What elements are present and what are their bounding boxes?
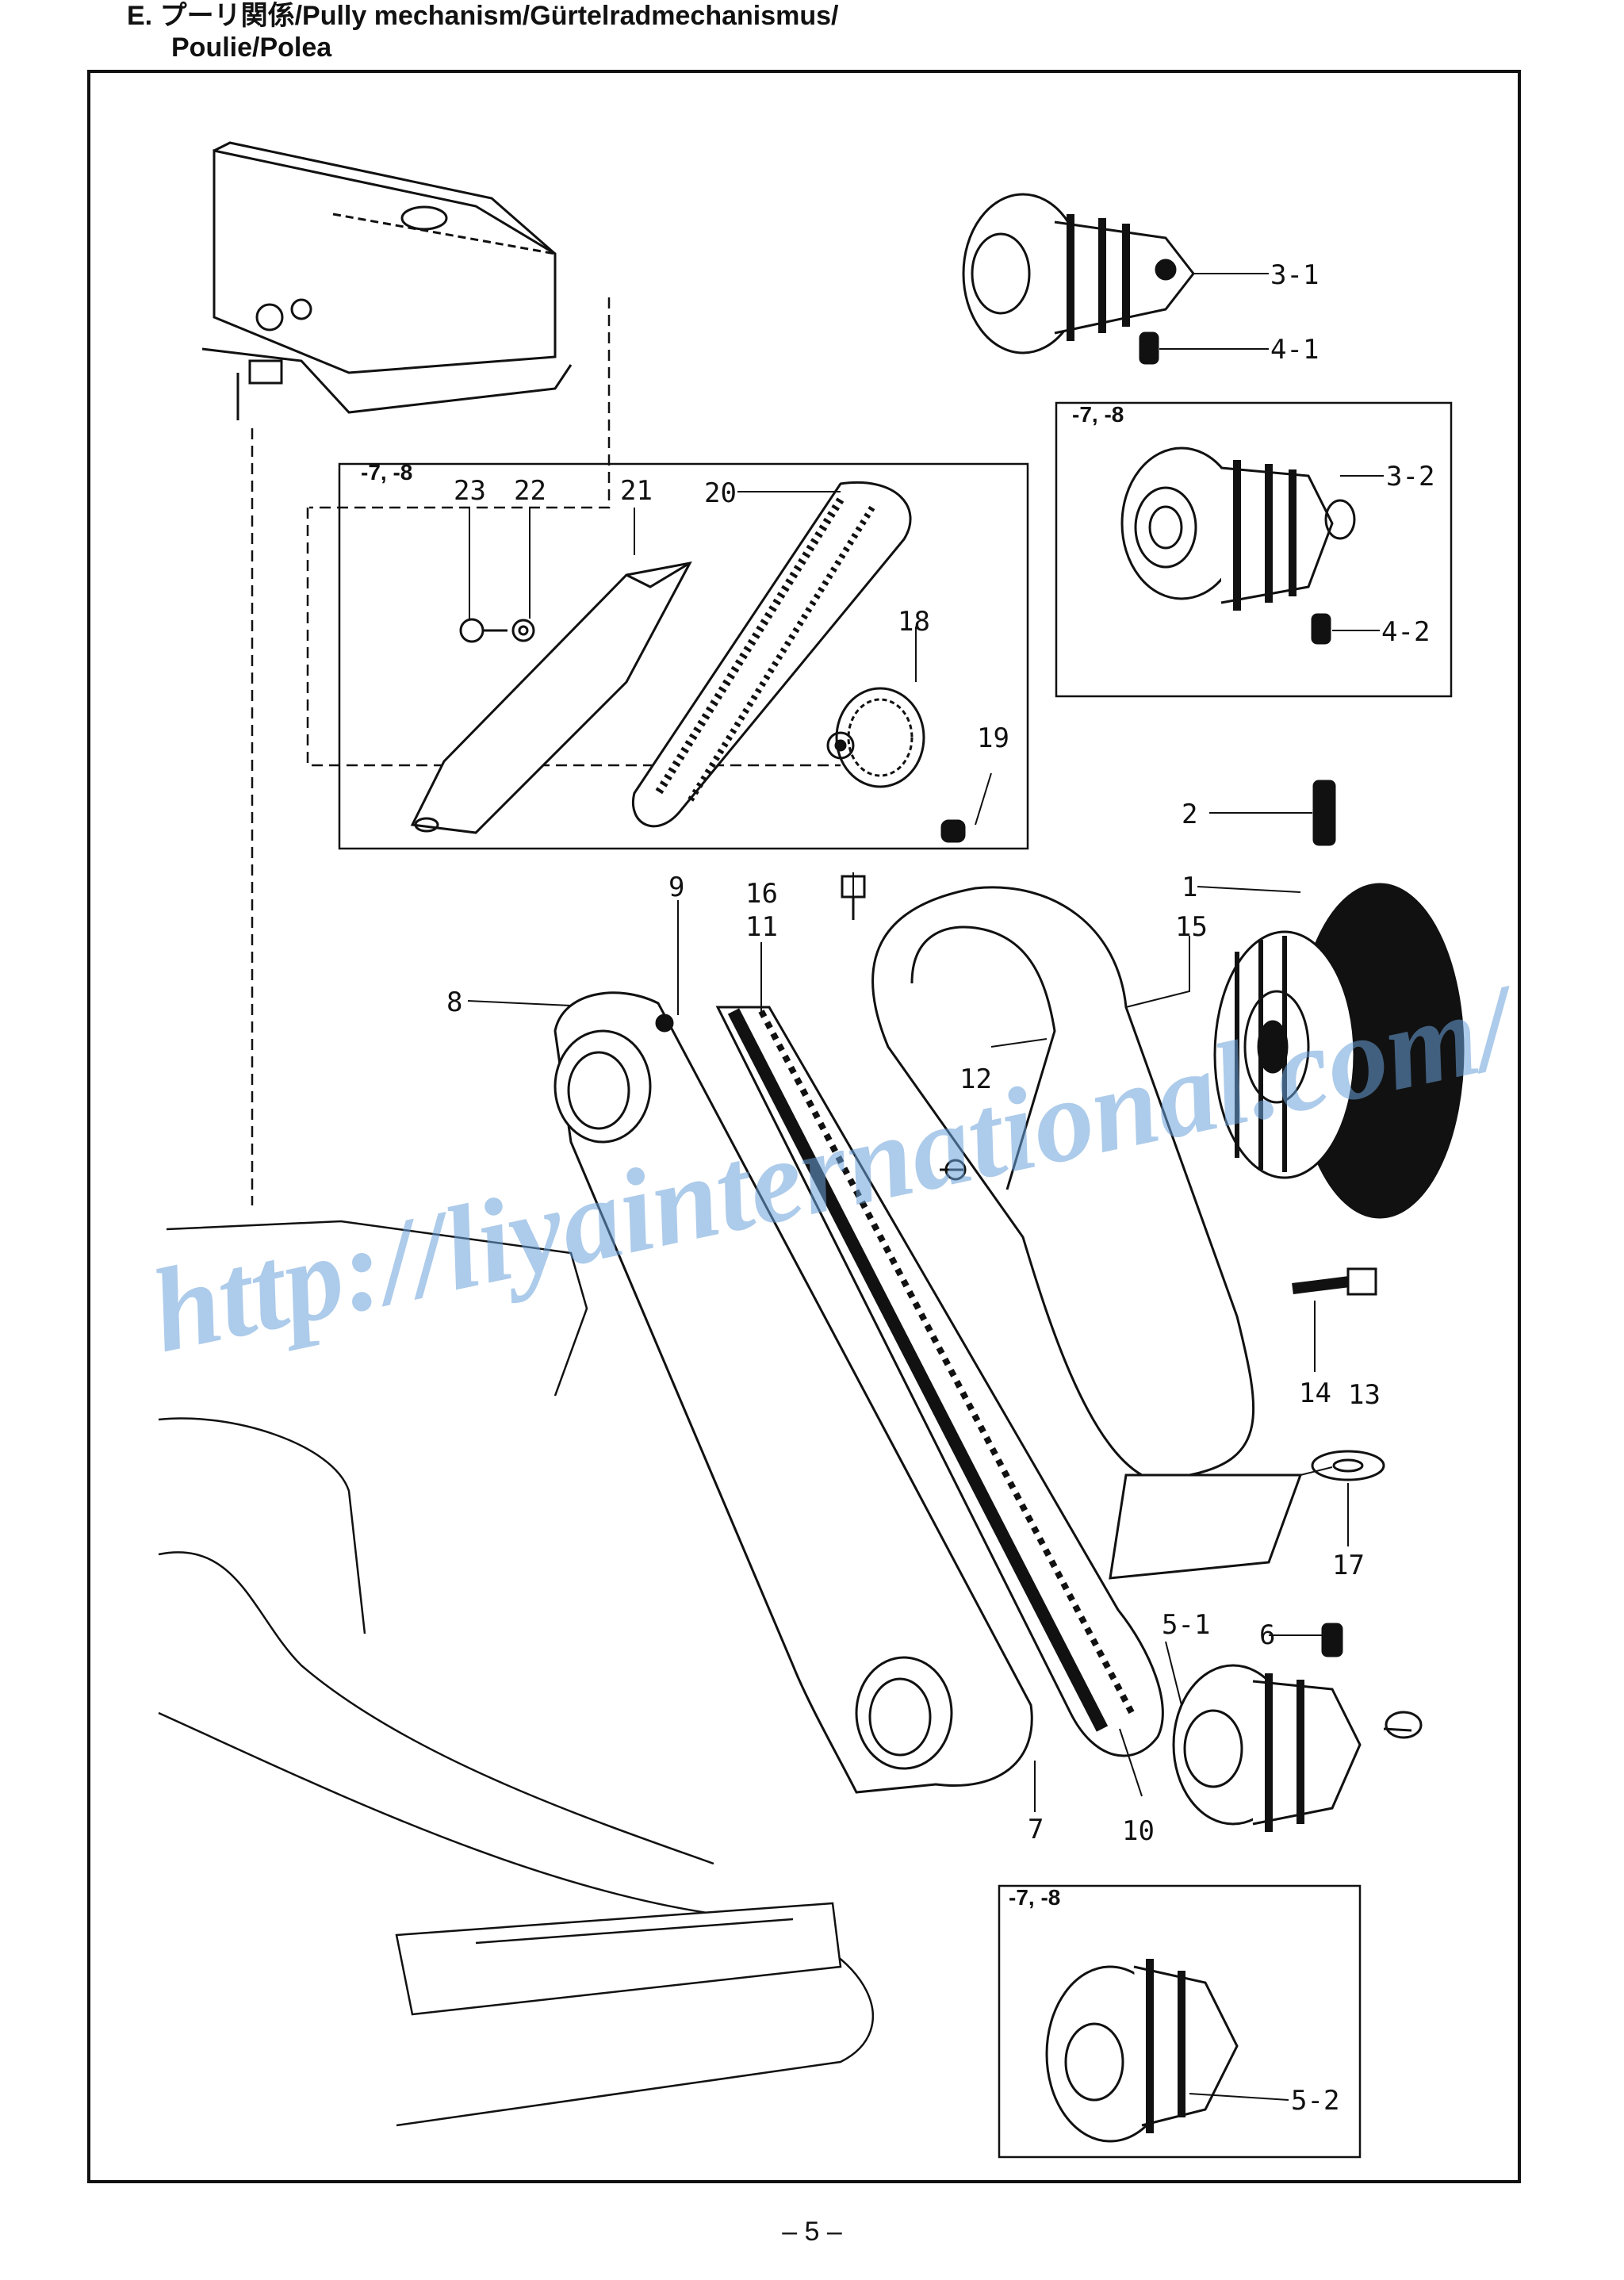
set-screw-2 xyxy=(1312,780,1336,846)
main-pulley xyxy=(1213,883,1465,1219)
callout-12: 12 xyxy=(959,1063,992,1095)
callout-18: 18 xyxy=(898,606,930,638)
gearbox-housing xyxy=(201,141,573,420)
timing-belt-small xyxy=(632,481,912,828)
variant-box-belt xyxy=(338,462,1029,850)
variant-box-pulley-3-2 xyxy=(1055,401,1453,698)
motor-arm xyxy=(553,991,1033,1794)
callout-4-1: 4-1 xyxy=(1270,334,1319,366)
callout-8: 8 xyxy=(446,987,462,1018)
callout-13: 13 xyxy=(1348,1379,1381,1411)
callout-5-1: 5-1 xyxy=(1162,1609,1210,1641)
set-screw-19 xyxy=(940,819,966,843)
pulley-5-1 xyxy=(1172,1664,1362,1832)
washer-22 xyxy=(511,619,535,642)
callout-16: 16 xyxy=(745,878,778,910)
belt-guard-plate xyxy=(410,561,692,834)
small-timing-pulley xyxy=(826,687,925,788)
callout-3-1: 3-1 xyxy=(1270,259,1319,291)
variant-label-pulley-3-2-box: -7, -8 xyxy=(1072,402,1124,427)
page-number: – 5 – xyxy=(782,2217,842,2247)
screw-9 xyxy=(655,1014,674,1033)
bolt-14 xyxy=(1292,1267,1377,1296)
callout-10: 10 xyxy=(1122,1815,1155,1847)
callout-6: 6 xyxy=(1259,1619,1275,1651)
screw-23 xyxy=(459,618,508,643)
callout-leaders xyxy=(467,273,1384,2101)
variant-box-pulley-5-2 xyxy=(998,1884,1362,2159)
washer-13 xyxy=(1311,1450,1385,1481)
callout-2: 2 xyxy=(1182,799,1197,830)
pulley-5-2 xyxy=(1045,1959,1239,2143)
callout-3-2: 3-2 xyxy=(1386,461,1434,492)
header-line-2: Poulie/Polea xyxy=(171,33,332,63)
screw-12 xyxy=(940,1159,967,1181)
callout-14: 14 xyxy=(1299,1378,1331,1409)
section-letter: E. xyxy=(127,1,153,31)
callout-17: 17 xyxy=(1332,1550,1365,1581)
diagram-frame xyxy=(87,70,1521,2183)
callout-7: 7 xyxy=(1028,1814,1044,1845)
timing-belt-large xyxy=(715,1006,1164,1757)
pulley-3-2 xyxy=(1120,446,1356,611)
set-screw-4-1 xyxy=(1139,331,1159,365)
callout-5-2: 5-2 xyxy=(1291,2085,1339,2117)
set-screw-6 xyxy=(1321,1623,1343,1657)
callout-11: 11 xyxy=(745,911,778,943)
callout-23: 23 xyxy=(454,475,486,507)
section-title: プーリ関係/Pully mechanism/Gürtelradmechanism… xyxy=(159,1,839,31)
header-line-1: E. プーリ関係/Pully mechanism/Gürtelradmechan… xyxy=(127,0,839,32)
callout-22: 22 xyxy=(514,475,546,507)
callout-15: 15 xyxy=(1175,911,1208,943)
washer-screw-right xyxy=(1383,1711,1423,1739)
callout-19: 19 xyxy=(977,722,1009,754)
set-screw-4-2 xyxy=(1311,613,1331,645)
belt-cover xyxy=(871,886,1303,1580)
callout-4-2: 4-2 xyxy=(1381,616,1430,648)
variant-label-pulley-5-2-box: -7, -8 xyxy=(1009,1885,1060,1910)
callout-21: 21 xyxy=(620,475,653,507)
machine-body xyxy=(158,1220,874,2127)
callout-20: 20 xyxy=(704,477,737,509)
pulley-3-1 xyxy=(962,193,1195,354)
callout-1: 1 xyxy=(1182,872,1197,903)
callout-9: 9 xyxy=(668,872,684,903)
section-header: E. プーリ関係/Pully mechanism/Gürtelradmechan… xyxy=(127,0,839,63)
variant-label-belt-box: -7, -8 xyxy=(361,460,412,485)
